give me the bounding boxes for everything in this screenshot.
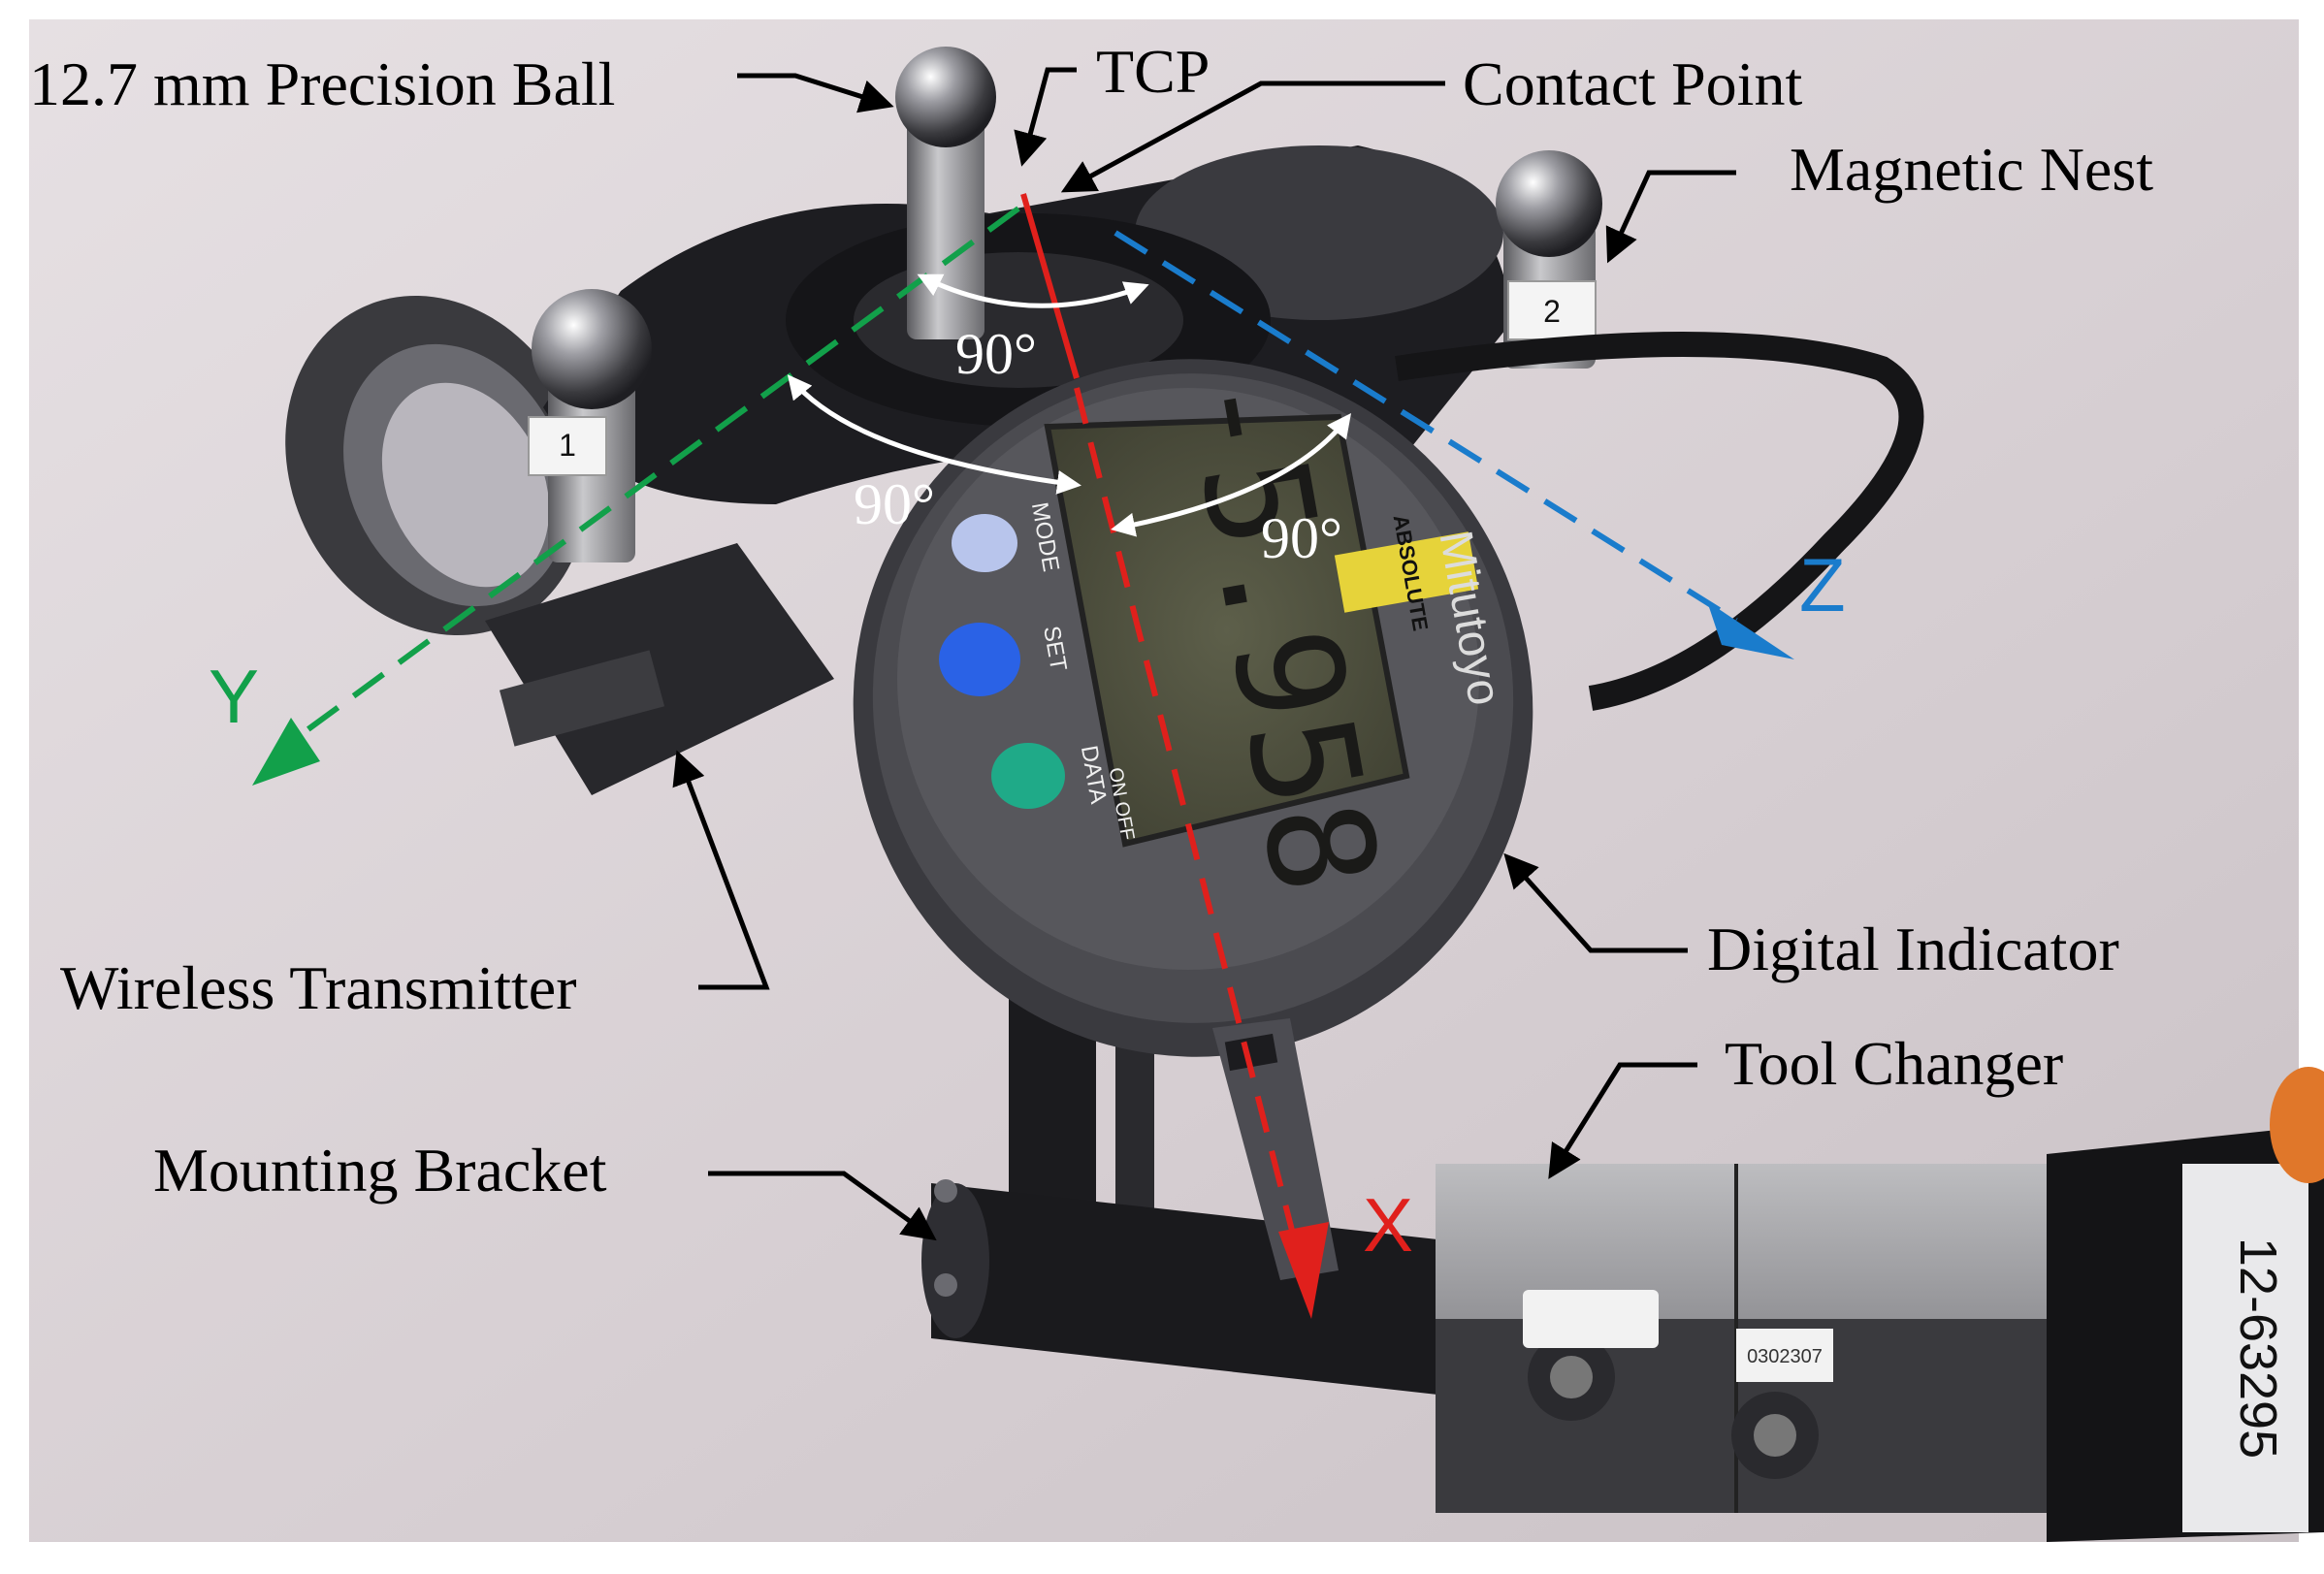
y-axis-arrowhead [252,718,320,786]
mode-button[interactable] [952,514,1017,572]
y-axis: Y [209,206,1020,786]
x-axis-arrowhead [1278,1222,1329,1319]
indicator-stylus [1212,1018,1339,1280]
angle-label-right: 90° [1261,506,1342,570]
label-mounting-bracket: Mounting Bracket [153,1136,607,1205]
y-axis-dashed-line [289,206,1020,745]
arrow-tcp [1014,67,1077,167]
arrow-magnetic-nest [1605,170,1736,264]
label-tool-changer: Tool Changer [1725,1029,2063,1098]
angle-label-left: 90° [854,472,935,536]
wireless-transmitter-body [485,543,834,795]
x-axis: X [1020,193,1413,1319]
z-axis: Z [1114,230,1846,659]
arrow-precision-ball [737,73,894,113]
z-axis-dashed-line [1114,230,1738,624]
arrow-contact-point [1060,80,1445,193]
precision-ball-2: 2 [1496,150,1602,369]
label-tcp: TCP [1096,37,1210,106]
arrow-mounting-bracket [708,1171,937,1241]
y-axis-label: Y [209,654,259,739]
arrow-digital-indicator [1503,852,1688,953]
angle-arc-right [1111,413,1352,537]
label-contact-point: Contact Point [1463,49,1802,118]
label-digital-indicator: Digital Indicator [1707,915,2119,983]
ball-2-marker: 2 [1543,294,1561,329]
precision-ball-top [895,47,996,339]
arrow-tool-changer [1548,1062,1697,1179]
digital-indicator: -5.958 ABSOLUTE Mitutoyo MODE SET DATA O… [853,358,1533,1057]
z-axis-label: Z [1799,542,1846,627]
changer-tag: 0302307 [1747,1346,1823,1367]
callout-arrows [672,67,1736,1241]
callout-labels: 12.7 mm Precision Ball TCP Contact Point… [29,37,2153,1205]
flange-serial: 12-63295 [2229,1237,2287,1459]
label-wireless-transmitter: Wireless Transmitter [60,953,577,1022]
angle-arc-left [787,374,1081,495]
ball-1-marker: 1 [559,428,576,463]
z-axis-arrowhead [1707,601,1794,659]
absolute-badge [1334,531,1479,613]
data-button[interactable] [991,743,1065,809]
left-dial [285,295,588,636]
tool-changer-unit: 0302307 [1436,1164,2047,1513]
set-button[interactable] [939,623,1020,696]
angle-arcs: 90° 90° 90° [787,273,1352,570]
angle-label-top: 90° [955,322,1037,386]
precision-ball-1: 1 [528,289,652,562]
label-magnetic-nest: Magnetic Nest [1790,135,2153,204]
x-axis-label: X [1363,1182,1413,1268]
cable [1395,332,1924,711]
arrow-wireless-transmitter [672,750,770,990]
angle-arc-top [917,273,1149,308]
label-precision-ball: 12.7 mm Precision Ball [29,49,615,118]
x-axis-dashed-line [1074,387,1303,1262]
robot-flange: 12-63295 [2047,1067,2324,1542]
